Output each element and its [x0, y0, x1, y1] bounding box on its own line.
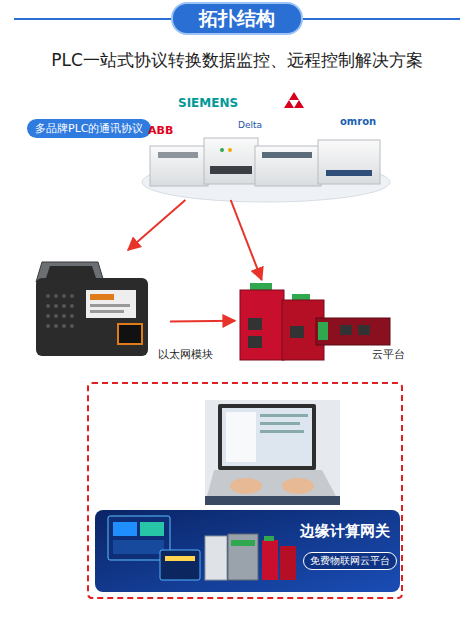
title: PLC一站式协议转换数据监控、远程控制解决方案 — [0, 50, 474, 70]
flow-arrow — [231, 200, 262, 280]
banner-node: 边缘计算网关免费物联网云平台 — [95, 510, 400, 592]
ethernet-module — [36, 262, 148, 356]
node-text: 边缘计算网关 — [300, 522, 390, 540]
edge-gateway-banner — [95, 510, 400, 592]
plc-cluster — [142, 92, 390, 202]
plc-group: 多品牌PLC的通讯协议 — [140, 85, 392, 200]
flow-arrow — [170, 320, 235, 323]
node-text: 多品牌PLC的通讯协议 — [27, 119, 151, 138]
brand-logo: Delta — [238, 120, 262, 131]
node-text: 免费物联网云平台 — [310, 555, 390, 567]
header-pill: 拓扑结构 — [171, 2, 303, 35]
cloud-platform-node: 云平台 — [235, 280, 392, 365]
node-text: 云平台 — [372, 348, 405, 361]
ethernet-module-node: 以太网模块 — [30, 250, 170, 360]
flow-arrow — [128, 200, 185, 250]
brand-logo: omron — [340, 116, 376, 128]
brand-logo: ABB — [148, 124, 173, 137]
platform-pill: 免费物联网云平台 — [303, 552, 397, 570]
laptop-photo — [205, 400, 340, 505]
gateway-devices — [240, 283, 390, 360]
dashed-region — [88, 383, 402, 598]
node-text: 拓扑结构 — [199, 7, 275, 30]
node-text: 以太网模块 — [158, 348, 213, 361]
brand-logo: SIEMENS — [178, 96, 238, 110]
